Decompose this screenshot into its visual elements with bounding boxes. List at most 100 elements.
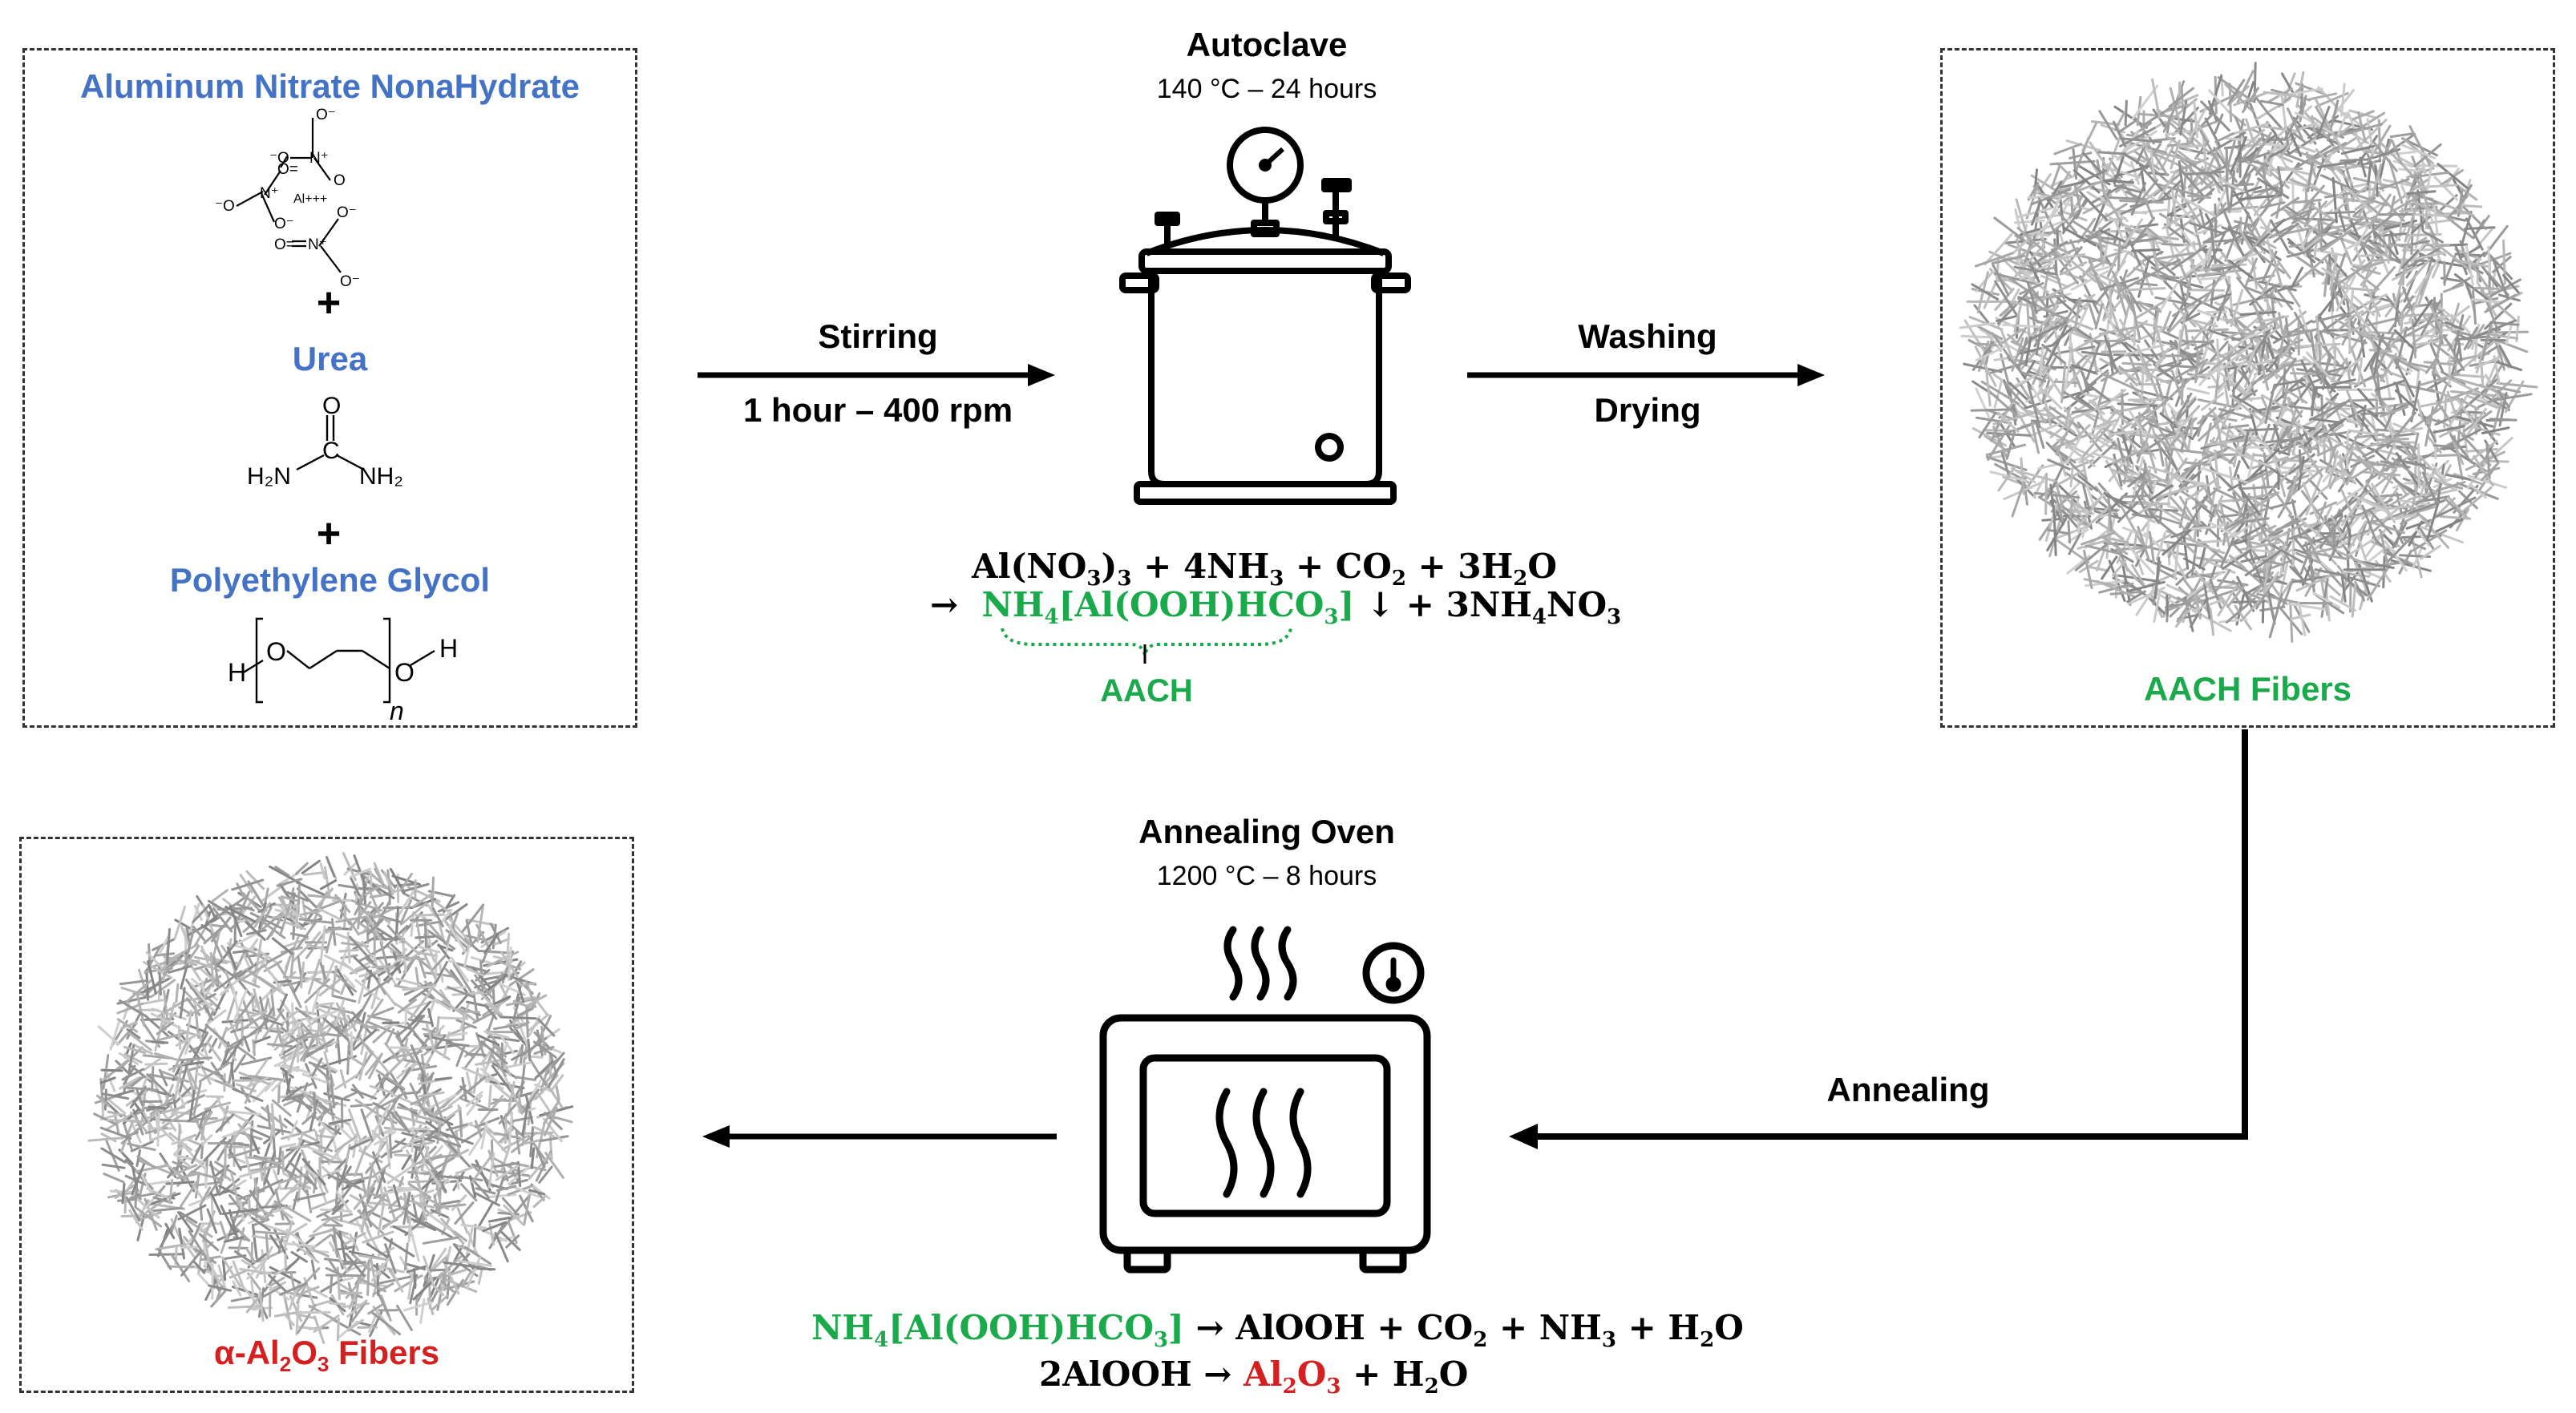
fiber-stroke [350,1301,367,1323]
fiber-stroke [360,1108,374,1142]
fiber-stroke [2457,340,2463,362]
fiber-stroke [2112,120,2127,147]
fiber-stroke [199,1061,231,1083]
fiber-stroke [2135,282,2158,287]
fiber-stroke [2354,433,2385,439]
fiber-stroke [328,1118,352,1125]
fiber-stroke [318,1003,334,1032]
fiber-stroke [1975,345,2008,361]
fiber-stroke [221,1208,259,1215]
fiber-stroke [2345,455,2361,486]
fiber-stroke [2234,220,2256,228]
fiber-stroke [2290,133,2303,157]
fiber-stroke [2166,594,2169,616]
fiber-stroke [2129,294,2141,340]
fiber-stroke [2134,555,2145,575]
fiber-stroke [2366,317,2392,351]
fiber-stroke [475,1032,486,1058]
fiber-stroke [466,1052,487,1056]
fiber-stroke [2119,199,2164,204]
fiber-stroke [1974,342,1997,347]
fiber-stroke [406,1149,420,1175]
fiber-stroke [2121,361,2152,366]
fiber-stroke [2154,434,2172,452]
fiber-stroke [230,1061,235,1088]
fiber-stroke [2294,311,2311,343]
fiber-stroke [2134,464,2174,487]
fiber-stroke [493,1023,523,1031]
aach-fibers-image [1959,62,2538,643]
fiber-stroke [2064,393,2104,420]
fiber-stroke [208,1037,218,1054]
fiber-stroke [2119,269,2161,292]
fiber-stroke [2251,510,2273,547]
fiber-stroke [247,1208,280,1225]
fiber-stroke [2035,325,2043,356]
fiber-stroke [456,1259,493,1267]
fiber-stroke [1987,424,2011,462]
fiber-stroke [2419,544,2441,560]
fiber-stroke [2238,486,2261,516]
fiber-stroke [2077,422,2103,452]
fiber-stroke [2330,252,2347,296]
fiber-stroke [2073,184,2082,211]
fiber-stroke [2168,213,2193,219]
svg-text:⁻O: ⁻O [215,198,235,215]
fiber-stroke [2186,387,2210,395]
fiber-stroke [2282,331,2298,348]
fiber-stroke [2141,462,2147,501]
alpha-alumina-fibers-image [87,852,574,1344]
fiber-stroke [366,918,384,936]
fiber-stroke [2467,474,2507,489]
fiber-stroke [528,1153,552,1180]
fiber-stroke [2213,487,2238,501]
fiber-stroke [2323,262,2330,297]
fiber-stroke [354,1099,378,1115]
fiber-stroke [2268,593,2283,639]
fiber-stroke [242,1144,253,1180]
fiber-stroke [193,1060,200,1092]
fiber-stroke [509,960,523,981]
fiber-stroke [2137,526,2151,563]
fiber-stroke [2329,595,2356,612]
fiber-stroke [2081,531,2115,546]
fiber-stroke [2240,597,2263,622]
fiber-stroke [2433,176,2458,201]
fiber-stroke [2016,227,2052,258]
fiber-stroke [2279,166,2312,176]
fiber-stroke [350,1103,373,1108]
fiber-stroke [103,1057,131,1081]
fiber-stroke [431,1024,445,1039]
fiber-stroke [238,1008,259,1016]
fiber-stroke [332,1183,354,1212]
fiber-stroke [2210,279,2216,308]
fiber-stroke [2391,457,2424,483]
fiber-stroke [369,870,373,888]
fiber-stroke [490,922,502,944]
fiber-stroke [2116,531,2133,564]
fiber-stroke [2226,583,2246,608]
equation-2: NH4[Al(OOH)HCO3] → AlOOH + CO2 + NH3 + H… [811,1308,1744,1353]
fiber-stroke [2315,106,2331,133]
fiber-stroke [2349,398,2396,402]
fiber-stroke [154,1052,180,1062]
fiber-stroke [342,974,356,988]
fiber-stroke [2111,447,2148,465]
fiber-stroke [116,1018,139,1033]
fiber-stroke [218,1185,246,1201]
fiber-stroke [2000,329,2016,367]
fiber-stroke [368,1308,379,1334]
fiber-stroke [289,932,309,939]
fiber-stroke [2376,438,2409,442]
fiber-stroke [2068,532,2082,555]
fiber-stroke [185,1094,205,1104]
fiber-stroke [2496,382,2538,389]
fiber-stroke [2368,193,2392,228]
fiber-stroke [2415,527,2431,547]
fiber-stroke [2077,299,2092,331]
svg-text:N⁺: N⁺ [260,185,279,202]
fiber-stroke [1976,325,2004,341]
fiber-stroke [2252,131,2272,162]
fiber-stroke [2432,369,2441,405]
fiber-stroke [2392,477,2416,496]
